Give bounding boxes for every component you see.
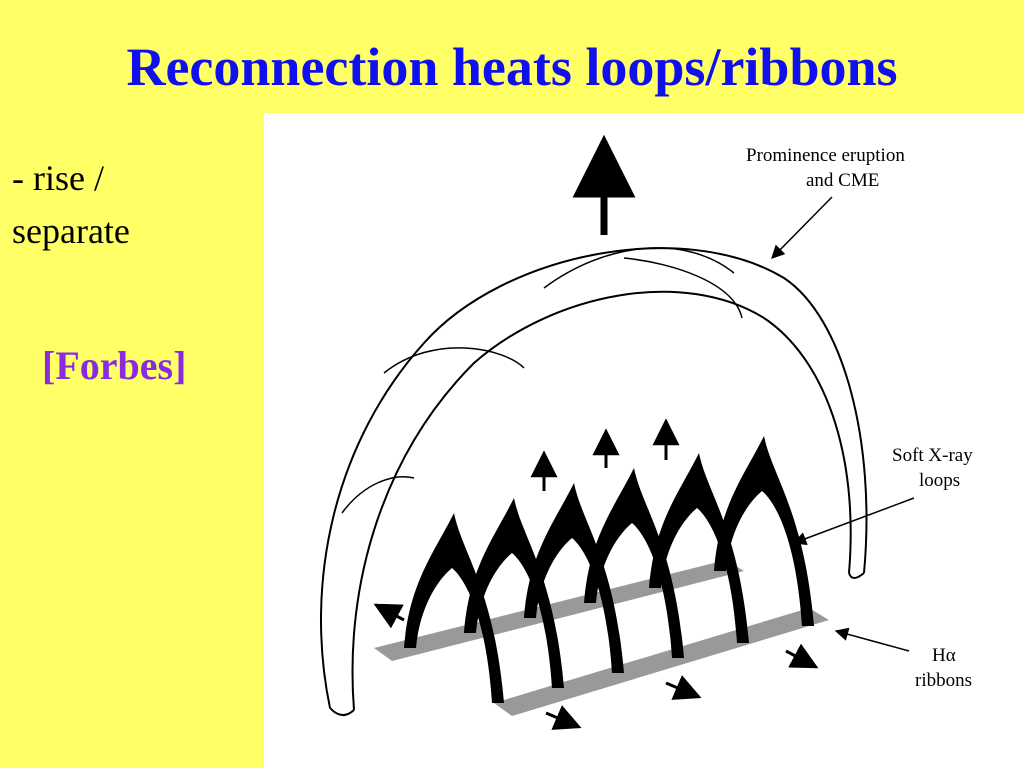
label-prominence-line2: and CME xyxy=(806,170,879,191)
prominence-strand-4 xyxy=(341,476,415,514)
slide-title: Reconnection heats loops/ribbons xyxy=(126,37,898,97)
prominence-arch-inner xyxy=(351,290,852,711)
xray-pointer xyxy=(792,497,915,546)
label-xray-line2: loops xyxy=(919,470,960,491)
xray-loop-4 xyxy=(584,468,684,658)
xray-loop-6 xyxy=(714,436,814,626)
xray-loop-2 xyxy=(464,498,564,688)
prominence-strand-2 xyxy=(623,257,743,319)
label-halpha-line1: Hα xyxy=(932,645,956,666)
label-prominence-line1: Prominence eruption xyxy=(746,145,905,166)
separate-arrow-3 xyxy=(665,675,702,700)
bullet-line-2: separate xyxy=(12,211,130,251)
xray-loop-5 xyxy=(649,453,749,643)
halpha-pointer xyxy=(834,627,910,652)
xray-loop-3 xyxy=(524,483,624,673)
prominence-leg-right xyxy=(848,572,865,579)
xray-loops xyxy=(404,436,814,703)
separate-arrow-1 xyxy=(373,603,405,629)
flare-diagram: Prominence eruption and CME Soft X-ray l… xyxy=(264,113,1024,768)
bullet-text: - rise / separate xyxy=(12,152,130,258)
flare-diagram-svg: Prominence eruption and CME Soft X-ray l… xyxy=(320,134,973,730)
prominence-leg-left xyxy=(329,707,355,716)
separate-arrow-2 xyxy=(545,705,582,730)
xray-loop-1 xyxy=(404,513,504,703)
label-halpha-line2: ribbons xyxy=(915,670,972,691)
prominence-strand-3 xyxy=(543,247,735,289)
prominence-pointer xyxy=(771,196,833,259)
bullet-line-1: - rise / xyxy=(12,158,104,198)
prominence-arch-outer xyxy=(320,247,868,709)
credit-text: [Forbes] xyxy=(42,343,187,388)
label-xray-line1: Soft X-ray xyxy=(892,445,973,466)
separate-arrow-4 xyxy=(785,643,819,669)
prominence-strand-1 xyxy=(383,347,525,374)
